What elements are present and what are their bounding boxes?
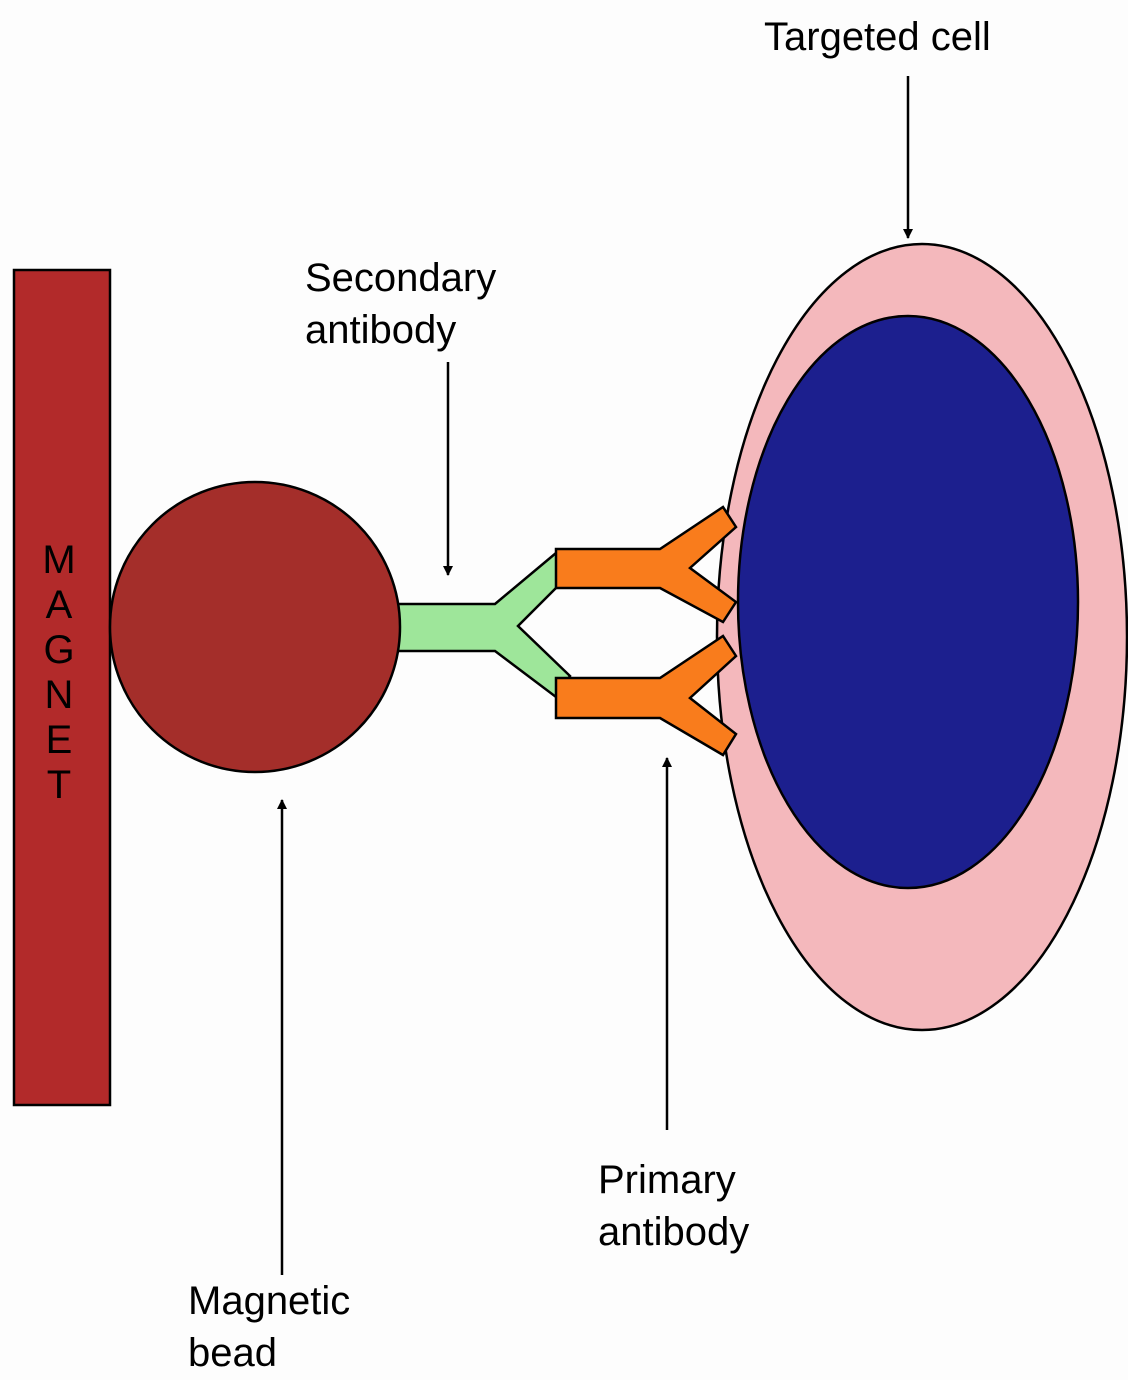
secondary-antibody-label-line1: Secondary (305, 255, 496, 301)
magnetic-bead-label-line2: bead (188, 1330, 277, 1376)
primary-antibody-label-line2: antibody (598, 1209, 749, 1255)
primary-antibody-lower (556, 636, 736, 755)
magnet-letter: A (38, 583, 80, 628)
magnet-letter: N (38, 673, 80, 718)
targeted-cell-label: Targeted cell (764, 14, 991, 60)
primary-antibody-label-line1: Primary (598, 1157, 736, 1203)
magnetic-bead-shape (110, 482, 400, 772)
magnet-label: M A G N E T (38, 538, 80, 808)
magnet-letter: T (38, 763, 80, 808)
magnet-letter: M (38, 538, 80, 583)
secondary-antibody-shape (397, 553, 570, 697)
magnet-letter: E (38, 718, 80, 763)
magnet-letter: G (38, 628, 80, 673)
secondary-antibody-label-line2: antibody (305, 307, 456, 353)
cell-nucleus (738, 316, 1078, 888)
magnetic-bead-label-line1: Magnetic (188, 1278, 350, 1324)
primary-antibody-upper (556, 507, 736, 622)
